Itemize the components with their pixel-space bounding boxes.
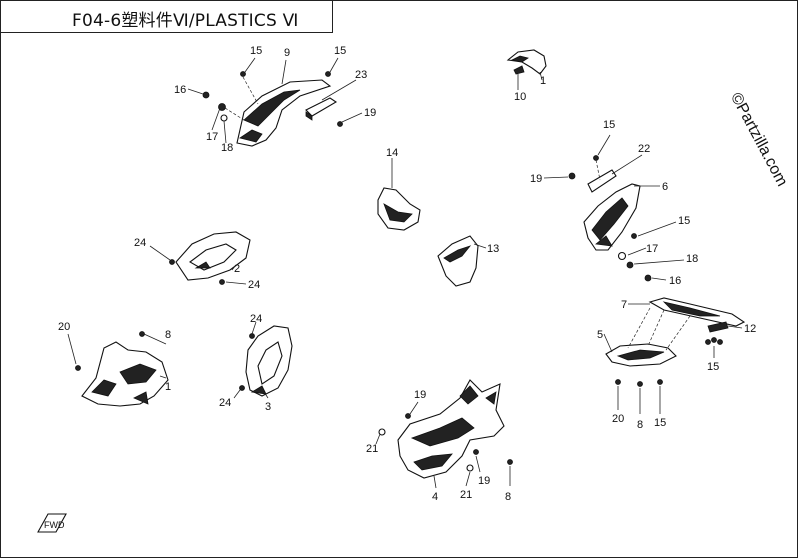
callout-label: 16 [174,84,186,96]
callout-label: 20 [58,321,70,333]
callout-label: 9 [284,47,290,59]
callout-label: 15 [707,361,719,373]
fastener-group-p3 [239,333,255,391]
callout-label: 4 [432,491,438,503]
callout-label: 7 [621,299,627,311]
callout-label: 2 [234,263,240,275]
callout-label: 15 [603,119,615,131]
callout-label: 24 [248,279,260,291]
fastener-group-p2 [169,259,225,285]
callout-label: 20 [612,413,624,425]
callout-label: 22 [638,143,650,155]
callout-label: 19 [364,107,376,119]
callout-label: 14 [386,147,398,159]
part-3-side-panel[interactable] [245,325,293,397]
page-title: F04-6塑料件Ⅵ/PLASTICS Ⅵ [72,11,299,31]
callout-label: 8 [505,491,511,503]
callout-label: 24 [250,313,262,325]
callout-label: 18 [686,253,698,265]
callout-label: 17 [206,131,218,143]
callout-label: 17 [646,243,658,255]
callout-label: 24 [134,237,146,249]
part-12-clip[interactable] [707,321,729,333]
callout-label: 8 [165,329,171,341]
callout-label: 19 [530,173,542,185]
svg-text:FWD: FWD [44,520,65,530]
callout-label: 8 [637,419,643,431]
part-7-rail[interactable] [648,297,746,327]
callout-label: 23 [355,69,367,81]
callout-label: 3 [265,401,271,413]
part-9-tail-panel[interactable] [236,79,332,147]
callout-label: 12 [744,323,756,335]
callout-label: 21 [366,443,378,455]
callout-label: 24 [219,397,231,409]
callout-label: 1 [165,381,171,393]
part-4-floor-panel[interactable] [397,379,505,479]
part-13-fairing[interactable] [437,235,479,287]
part-6-side-panel[interactable] [583,183,641,251]
fastener-group-right [568,155,652,282]
fwd-logo: FWD [37,513,67,533]
part-5-footrest[interactable] [605,343,677,367]
fastener-group-p5 [615,337,723,387]
callout-label: 1 [540,75,546,87]
callout-label: 18 [221,142,233,154]
part-1-front-panel[interactable] [81,341,169,407]
callout-label: 6 [662,181,668,193]
part-23-bracket[interactable] [305,97,338,121]
callout-label: 19 [478,475,490,487]
part-2-inner-panel[interactable] [175,231,251,281]
callout-label: 13 [487,243,499,255]
callout-label: 15 [334,45,346,57]
callout-label: 15 [250,45,262,57]
callout-label: 19 [414,389,426,401]
callout-label: 21 [460,489,472,501]
part-22-bracket[interactable] [587,169,617,193]
callout-label: 15 [678,215,690,227]
callout-label: 16 [669,275,681,287]
title-block: F04-6塑料件Ⅵ/PLASTICS Ⅵ [0,0,333,33]
fastener-group-p4 [378,413,513,472]
callout-label: 15 [654,417,666,429]
part-14-fairing[interactable] [377,187,421,231]
fastener-group-tl [202,71,343,127]
callout-label: 10 [514,91,526,103]
part-1-top-cover[interactable] [506,49,547,75]
callout-label: 5 [597,329,603,341]
fastener-group-p1 [75,331,145,371]
